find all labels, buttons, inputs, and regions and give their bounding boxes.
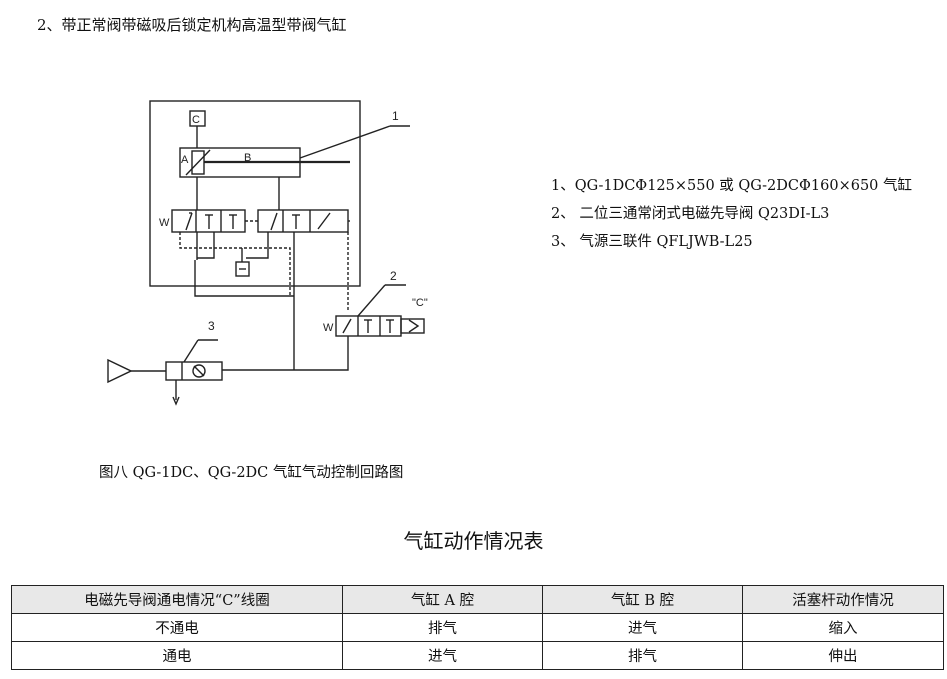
enclosure-box xyxy=(149,100,361,287)
solenoid-coil xyxy=(400,318,425,334)
cell-chamber-b: 排气 xyxy=(542,641,743,670)
pneumatic-circuit-diagram: C A B W 1 xyxy=(107,100,428,406)
valve-right xyxy=(257,209,349,233)
component-legend: 1、QG-1DCΦ125×550 或 QG-2DCΦ160×650 气缸 2、 … xyxy=(551,172,912,256)
solenoid-pilot-valve: W "C" xyxy=(323,297,428,337)
label-coil: "C" xyxy=(412,297,428,309)
cylinder: A B xyxy=(179,147,350,178)
muffler xyxy=(235,261,250,277)
table-row: 通电 进气 排气 伸出 xyxy=(11,641,944,670)
label-c: C xyxy=(192,114,200,126)
frl-unit xyxy=(165,361,223,406)
cell-chamber-a: 排气 xyxy=(342,613,543,642)
cell-chamber-b: 进气 xyxy=(542,613,743,642)
valve-left: W xyxy=(159,209,246,233)
cell-rod-action: 缩入 xyxy=(742,613,944,642)
cell-chamber-a: 进气 xyxy=(342,641,543,670)
header-coil-state: 电磁先导阀通电情况“C”线圈 xyxy=(11,585,343,614)
legend-item-pilot-valve: 2、 二位三通常闭式电磁先导阀 Q23DI-L3 xyxy=(551,206,830,222)
callout-3: 3 xyxy=(208,319,215,333)
figure-caption: 图八 QG-1DC、QG-2DC 气缸气动控制回路图 xyxy=(99,465,404,481)
callout-1: 1 xyxy=(392,109,399,123)
header-rod-action: 活塞杆动作情况 xyxy=(742,585,944,614)
cylinder-action-table: 电磁先导阀通电情况“C”线圈 气缸 A 腔 气缸 B 腔 活塞杆动作情况 不通电… xyxy=(11,585,944,670)
table-title: 气缸动作情况表 xyxy=(403,529,544,553)
cell-coil-state: 不通电 xyxy=(11,613,343,642)
header-chamber-a: 气缸 A 腔 xyxy=(342,585,543,614)
legend-item-cylinder: 1、QG-1DCΦ125×550 或 QG-2DCΦ160×650 气缸 xyxy=(551,178,912,194)
callout-2: 2 xyxy=(390,269,397,283)
cell-coil-state: 通电 xyxy=(11,641,343,670)
label-w-left: W xyxy=(159,217,170,229)
table-header-row: 电磁先导阀通电情况“C”线圈 气缸 A 腔 气缸 B 腔 活塞杆动作情况 xyxy=(11,585,944,614)
legend-item-frl: 3、 气源三联件 QFLJWB-L25 xyxy=(551,234,753,250)
section-heading: 2、带正常阀带磁吸后锁定机构高温型带阀气缸 xyxy=(37,16,347,34)
label-b: B xyxy=(244,152,251,164)
cell-rod-action: 伸出 xyxy=(742,641,944,670)
header-chamber-b: 气缸 B 腔 xyxy=(542,585,743,614)
label-a: A xyxy=(181,154,189,166)
table-row: 不通电 排气 进气 缩入 xyxy=(11,613,944,642)
air-source xyxy=(107,358,133,384)
label-w-pilot: W xyxy=(323,322,334,334)
